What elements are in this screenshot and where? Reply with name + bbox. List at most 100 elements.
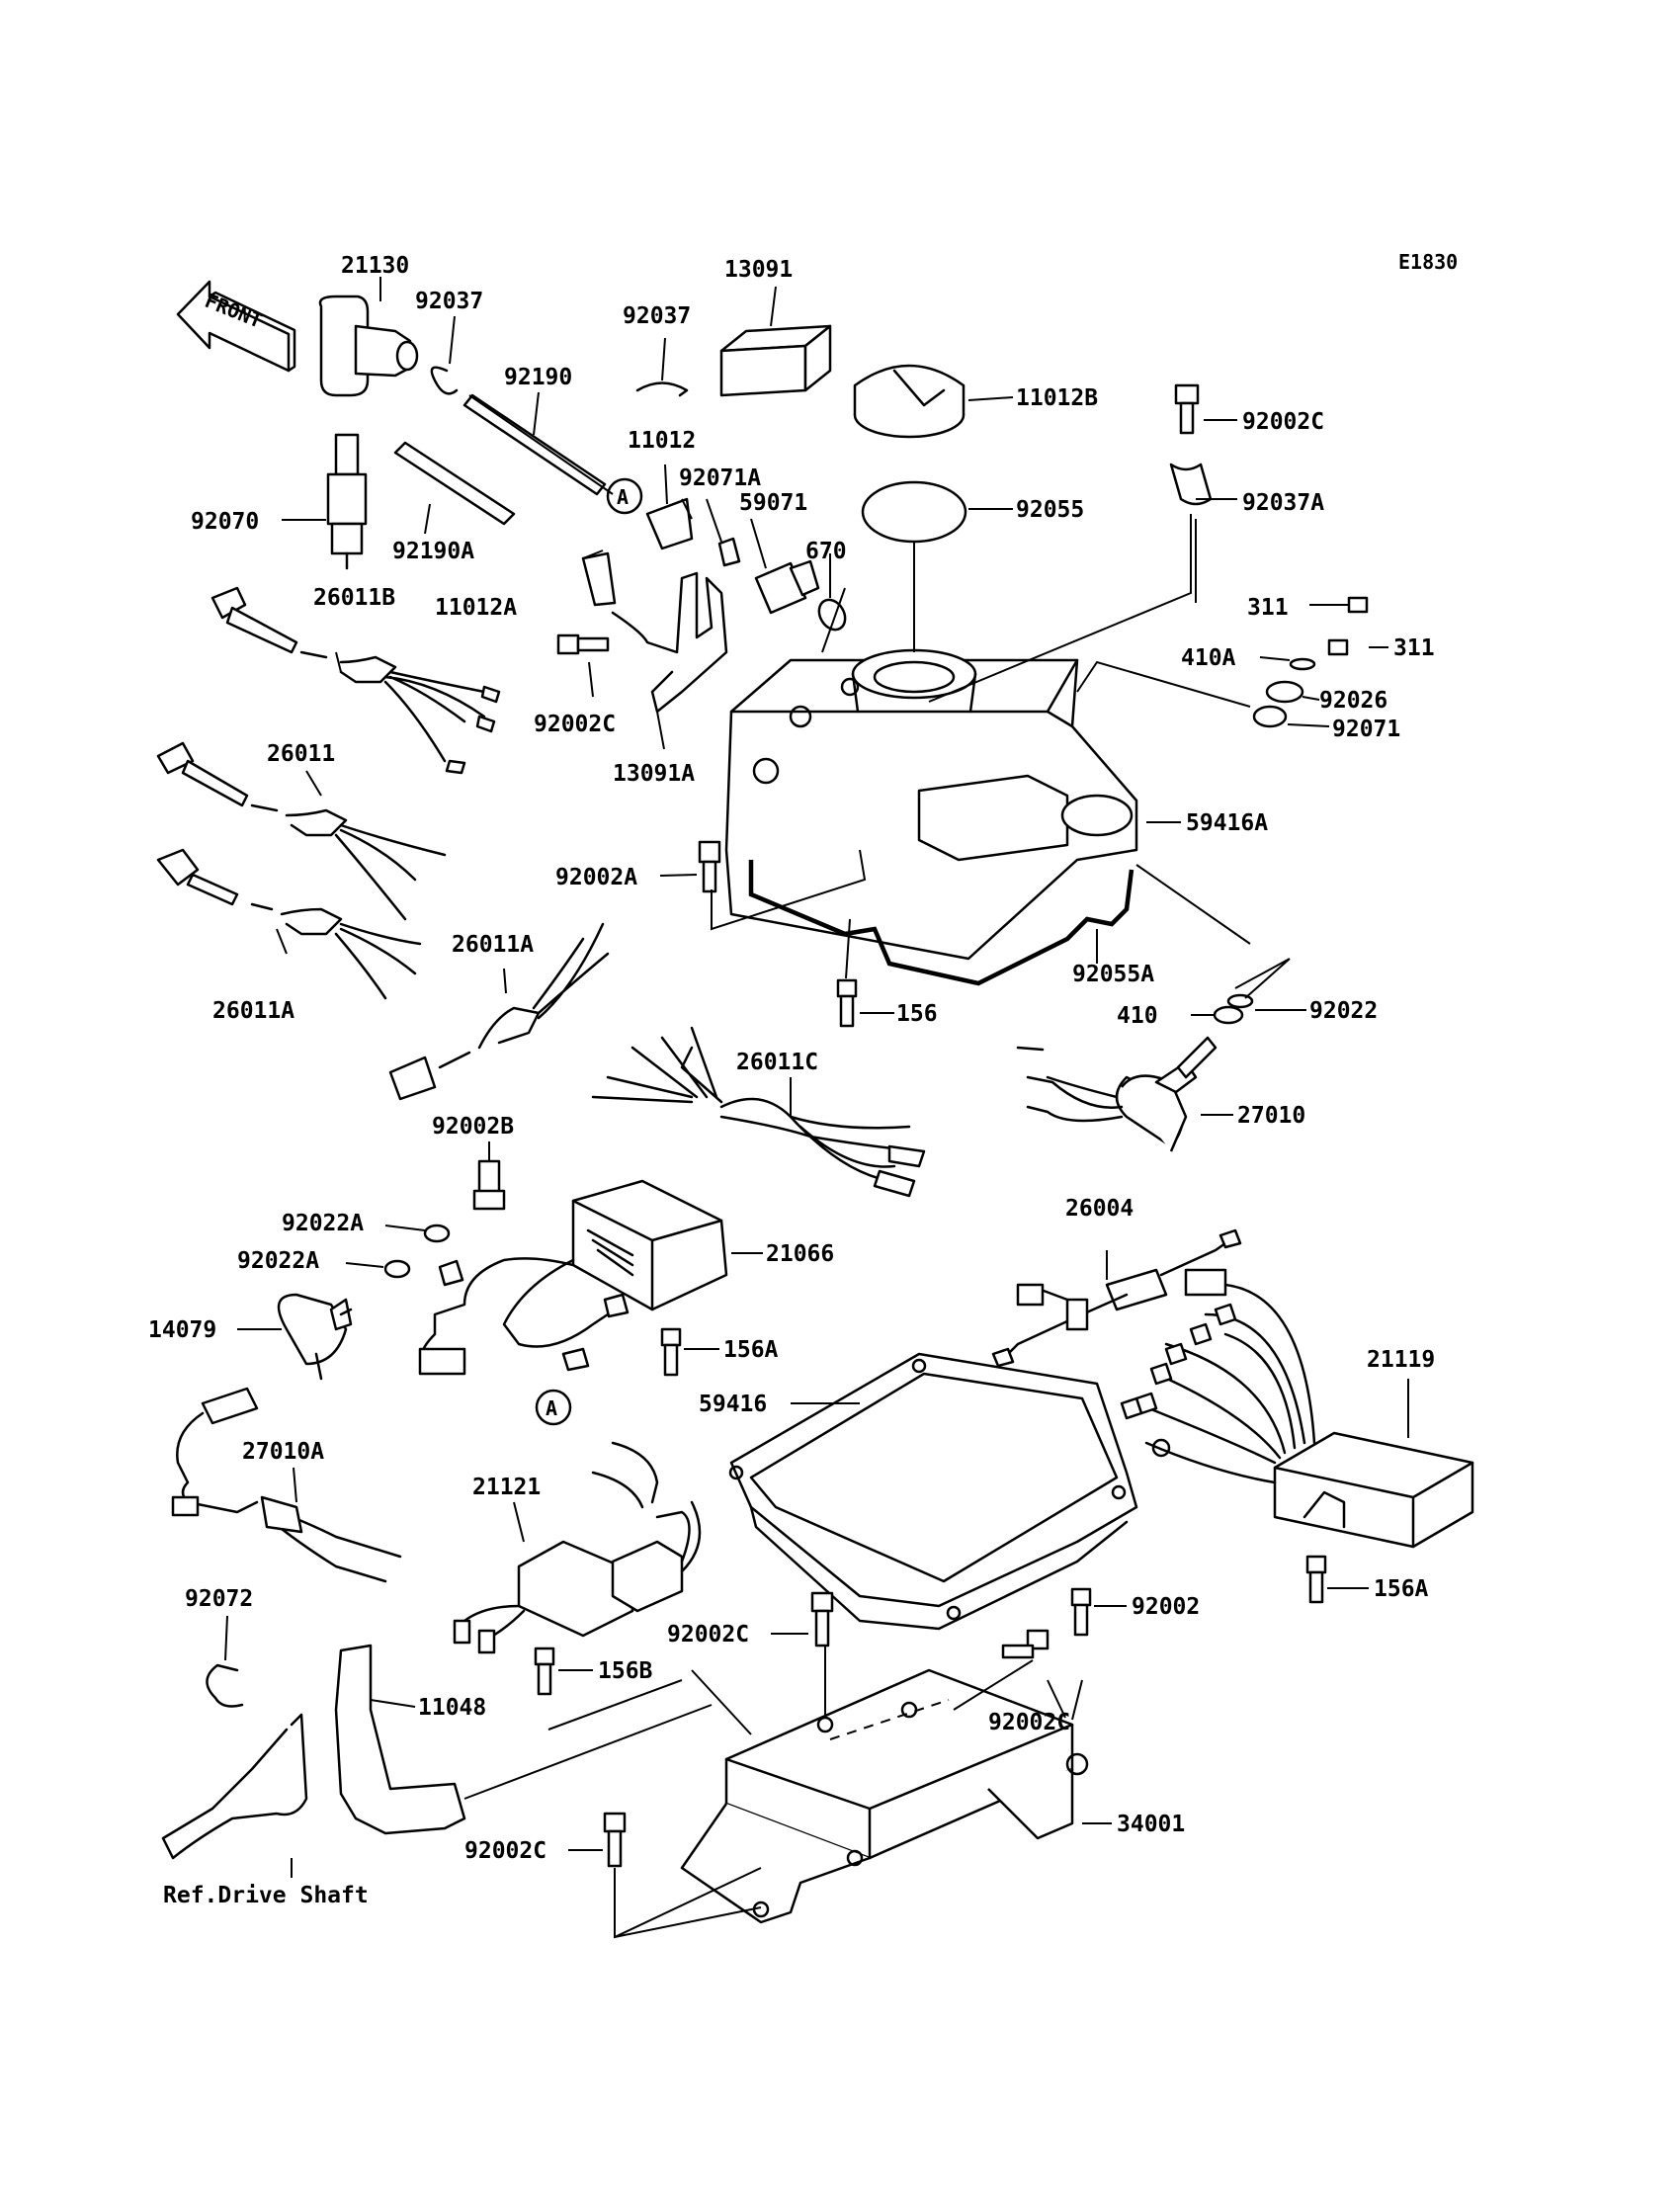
part-label: 92190A — [392, 539, 474, 564]
fitting-icon — [754, 559, 820, 615]
o-ring-icon — [1226, 993, 1254, 1009]
part-label: 21066 — [766, 1241, 834, 1267]
part-label: 21121 — [472, 1475, 541, 1500]
sensor-icon — [1016, 1036, 1218, 1152]
ignition-coil-icon — [453, 1441, 702, 1654]
sensor-icon — [277, 1293, 353, 1381]
part-label: 26011C — [736, 1050, 818, 1075]
bolt-icon — [472, 1159, 506, 1211]
part-label: 59416A — [1186, 810, 1268, 836]
part-label: 156 — [896, 1001, 938, 1027]
hose-icon — [393, 393, 607, 526]
bolt-icon — [836, 978, 858, 1028]
part-label: 311 — [1393, 635, 1435, 661]
bolt-icon — [603, 1812, 627, 1868]
mount-bracket-icon — [680, 1668, 1089, 1924]
wire-connector-icon — [210, 586, 501, 775]
front-arrow-icon: FRONT — [176, 280, 296, 373]
wire-connector-icon — [156, 848, 422, 1000]
clip-icon — [206, 1663, 244, 1708]
part-number-labels: 21130 92037 92037 13091 92190 11012 1101… — [148, 253, 1435, 1908]
wire-harness-icon — [591, 1026, 926, 1198]
part-label: 13091A — [613, 761, 695, 787]
part-label: 21119 — [1367, 1347, 1435, 1373]
part-label: 92055 — [1016, 497, 1084, 523]
part-label: 92002C — [1242, 409, 1324, 435]
bolt-icon — [810, 1591, 834, 1648]
part-label: 26004 — [1065, 1196, 1134, 1222]
spark-plug-cap-icon — [318, 295, 419, 397]
grommet-icon — [1265, 680, 1304, 704]
part-label: 14079 — [148, 1317, 216, 1343]
part-label: 92037 — [415, 289, 483, 314]
leader-lines — [224, 277, 1409, 1939]
part-label: 92002C — [464, 1838, 546, 1864]
part-label: 92002C — [667, 1622, 749, 1648]
bolt-icon — [660, 1327, 682, 1377]
part-label: 26011B — [313, 585, 395, 611]
grommet-icon — [1252, 705, 1288, 728]
bolt-icon — [534, 1647, 555, 1696]
part-label: 156A — [723, 1337, 779, 1363]
part-label: 11012B — [1016, 385, 1098, 411]
switch-icon — [171, 1387, 402, 1583]
o-ring-icon — [861, 480, 967, 544]
part-label: 92002A — [555, 865, 637, 890]
part-label: 59416 — [699, 1392, 767, 1417]
part-label: 92002C — [988, 1710, 1070, 1735]
bolt-icon — [1305, 1555, 1327, 1604]
part-label: 92190 — [504, 365, 572, 390]
cdi-unit-icon — [1120, 1268, 1474, 1549]
part-label: 410A — [1181, 645, 1236, 671]
callout-a-top: A — [606, 477, 643, 515]
part-label: 26011A — [452, 932, 534, 958]
wire-connector-icon — [156, 741, 447, 921]
part-label: 311 — [1247, 595, 1289, 621]
bolt-icon — [1001, 1629, 1050, 1659]
clip-icon — [635, 381, 689, 397]
svg-text:A: A — [617, 485, 629, 509]
nut-icon — [1327, 638, 1349, 656]
nut-icon — [1347, 596, 1369, 614]
part-label: 92022 — [1309, 998, 1378, 1024]
clip-icon — [430, 366, 459, 395]
part-label: 34001 — [1117, 1812, 1185, 1837]
part-label: 92070 — [191, 509, 259, 535]
mount-block-icon — [719, 324, 832, 397]
o-ring-icon — [817, 598, 847, 632]
gasket-icon — [748, 860, 1134, 986]
part-label: 410 — [1117, 1003, 1158, 1029]
part-label: 92071 — [1332, 717, 1400, 742]
part-label: 92002C — [534, 712, 616, 737]
filter-element-icon — [581, 551, 617, 607]
part-label: 92071A — [679, 465, 761, 491]
fuse-holder-icon — [991, 1228, 1242, 1368]
bolt-icon — [556, 634, 610, 655]
part-label: 92002 — [1132, 1594, 1200, 1620]
washer-icon — [1289, 657, 1316, 671]
part-label: 156B — [598, 1658, 653, 1684]
part-label: 13091 — [724, 257, 793, 283]
part-label: 92072 — [185, 1586, 253, 1612]
callout-a-lower: A — [535, 1389, 572, 1426]
spark-plug-icon — [326, 433, 368, 570]
bracket-icon — [611, 571, 728, 714]
base-gasket-icon — [728, 1352, 1138, 1631]
filler-cap-icon — [853, 364, 966, 439]
bolt-icon — [1174, 383, 1200, 435]
filter-cap-icon — [645, 497, 694, 550]
part-label: 11012A — [435, 595, 517, 621]
o-ring-icon — [1213, 1005, 1244, 1025]
part-label: 27010 — [1237, 1103, 1305, 1129]
part-label: 11048 — [418, 1695, 486, 1721]
part-label: 27010A — [242, 1439, 324, 1465]
washer-icon — [423, 1224, 451, 1243]
part-label: 21130 — [341, 253, 409, 279]
part-label: 92037 — [623, 303, 691, 329]
part-label: 26011A — [212, 998, 294, 1024]
part-label: 92022A — [237, 1248, 319, 1274]
part-label: 156A — [1374, 1576, 1429, 1602]
part-label: 92037A — [1242, 490, 1324, 516]
part-label: 92055A — [1072, 962, 1154, 987]
part-label: 670 — [805, 539, 847, 564]
